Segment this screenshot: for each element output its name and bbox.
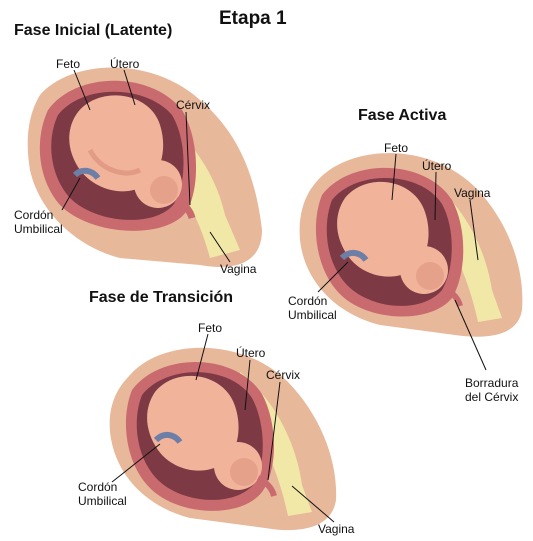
active-label-cordon: Cordón Umbilical xyxy=(288,294,337,322)
active-label-borradura-line2: del Cérvix xyxy=(465,390,518,404)
transition-label-feto: Feto xyxy=(198,321,222,335)
transition-label-cordon-line2: Umbilical xyxy=(78,494,127,508)
latent-label-cervix: Cérvix xyxy=(176,98,210,112)
transition-label-vagina: Vagina xyxy=(318,522,354,536)
latent-label-cordon-line2: Umbilical xyxy=(14,222,63,236)
active-label-utero: Útero xyxy=(422,159,451,173)
latent-label-cordon: Cordón Umbilical xyxy=(14,208,63,236)
transition-label-cervix: Cérvix xyxy=(266,368,300,382)
latent-label-utero: Útero xyxy=(110,57,139,71)
latent-label-cordon-line1: Cordón xyxy=(14,208,63,222)
active-label-cordon-line1: Cordón xyxy=(288,294,337,308)
active-label-vagina: Vagina xyxy=(454,186,490,200)
active-label-feto: Feto xyxy=(384,141,408,155)
latent-label-vagina: Vagina xyxy=(220,262,256,276)
transition-fetus-head-shade xyxy=(230,458,258,486)
latent-label-feto: Feto xyxy=(56,57,80,71)
transition-label-cordon: Cordón Umbilical xyxy=(78,480,127,508)
transition-label-utero: Útero xyxy=(236,346,265,360)
active-label-borradura-line1: Borradura xyxy=(465,376,518,390)
transition-body xyxy=(110,348,336,530)
active-label-borradura: Borradura del Cérvix xyxy=(465,376,518,404)
transition-label-cordon-line1: Cordón xyxy=(78,480,127,494)
active-label-cordon-line2: Umbilical xyxy=(288,308,337,322)
